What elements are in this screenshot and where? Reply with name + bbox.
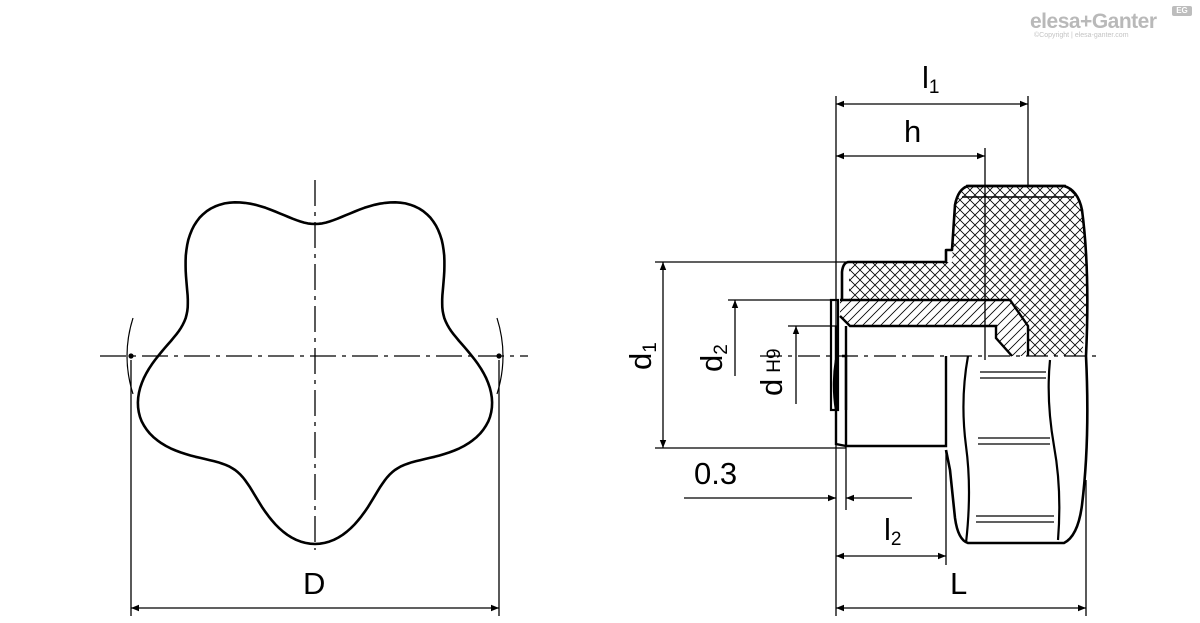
tangent-point-left xyxy=(128,353,134,359)
label-d-H9: dH9 xyxy=(754,348,789,396)
knob-lower-body xyxy=(832,354,948,448)
label-l1: l1 xyxy=(922,60,939,98)
brand-logo: elesa+Ganter EG ©Copyright | elesa-gante… xyxy=(1030,6,1195,42)
label-h: h xyxy=(904,114,921,149)
five-lobe-knob-outline xyxy=(136,201,494,546)
label-gap: 0.3 xyxy=(694,456,737,491)
lobe-contour-lower-1 xyxy=(962,355,971,544)
brand-badge: EG xyxy=(1172,6,1192,16)
label-d1: d1 xyxy=(623,342,661,370)
insert-outline xyxy=(834,298,1030,410)
front-view: D xyxy=(100,180,528,616)
tangent-point-right xyxy=(496,353,502,359)
label-L: L xyxy=(950,566,967,601)
brand-name: elesa+Ganter xyxy=(1030,10,1157,33)
side-view: l1 h d1 d2 dH9 0.3 l2 L xyxy=(623,60,1100,616)
grip-section-crosshatch xyxy=(849,186,1087,356)
insert-section-hatch xyxy=(840,300,1026,356)
brand-copyright: ©Copyright | elesa-ganter.com xyxy=(1034,32,1129,39)
label-d2: d2 xyxy=(694,344,732,372)
label-D: D xyxy=(303,566,325,601)
label-l2: l2 xyxy=(884,512,901,550)
lobe-contour-lower-2 xyxy=(1047,359,1061,541)
